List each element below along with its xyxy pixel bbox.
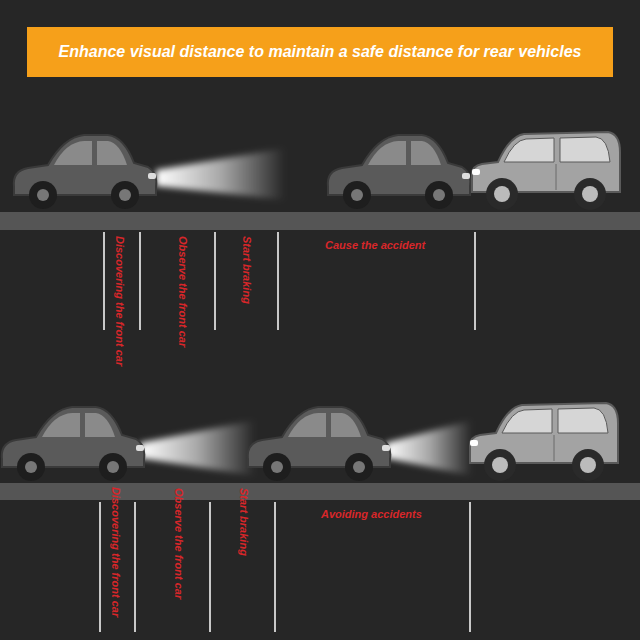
step-label: Start braking (237, 488, 250, 556)
title-text: Enhance visual distance to maintain a sa… (59, 43, 582, 61)
step-label: Discovering the front car (109, 487, 122, 617)
outcome-label: Cause the accident (325, 239, 425, 252)
step-label: Observe the front car (172, 488, 185, 599)
title-banner: Enhance visual distance to maintain a sa… (27, 27, 613, 77)
outcome-label: Avoiding accidents (321, 508, 422, 521)
step-label: Observe the front car (176, 236, 189, 347)
step-label: Discovering the front car (113, 236, 126, 366)
step-label: Start braking (240, 236, 253, 304)
